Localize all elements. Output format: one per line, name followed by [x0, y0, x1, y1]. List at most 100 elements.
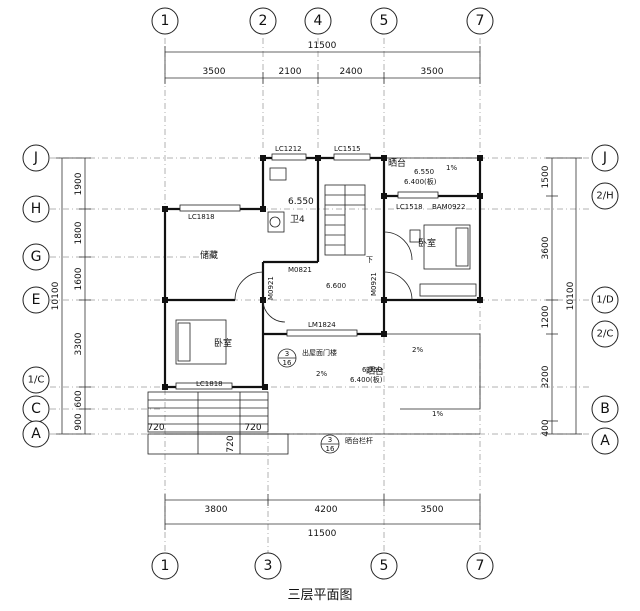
room-balcony-right: 晒台 — [366, 365, 384, 377]
svg-text:A: A — [600, 433, 610, 449]
dimension-right: 1500 3600 1200 3200 400 10100 — [541, 157, 582, 437]
svg-text:720: 720 — [226, 435, 236, 452]
axis-bubble-right-1D: 1/D — [591, 286, 619, 314]
label-slope: 2% — [412, 346, 423, 354]
svg-text:4: 4 — [314, 13, 323, 29]
dim-top-part: 2400 — [340, 67, 363, 77]
railing-hatch — [147, 283, 477, 455]
dim-right-part: 1500 — [541, 165, 551, 188]
svg-text:2/H: 2/H — [596, 191, 613, 202]
label-level: 6.600 — [326, 282, 346, 290]
label-door-code: LM1824 — [308, 321, 336, 329]
bed-left — [175, 319, 227, 365]
door-swings — [234, 231, 413, 323]
svg-text:2: 2 — [259, 13, 268, 29]
dimension-top: 11500 3500 2100 2400 3500 — [164, 41, 481, 84]
room-bedroom-right: 卧室 — [418, 237, 436, 249]
label-window-code: LC1515 — [334, 145, 361, 153]
svg-text:C: C — [31, 401, 41, 417]
svg-text:5: 5 — [380, 558, 389, 574]
dim-bottom-total: 11500 — [308, 529, 337, 539]
dim-right-part: 400 — [541, 419, 551, 436]
svg-text:1: 1 — [161, 13, 170, 29]
dim-left-part: 600 — [74, 390, 84, 407]
dimension-small: 720 720 720 — [147, 423, 261, 453]
label-slope: 1% — [432, 410, 443, 418]
label-door-code: M0921 — [267, 276, 275, 300]
svg-text:H: H — [31, 201, 42, 217]
axis-bubble-left-C: C — [22, 395, 50, 423]
axis-bubble-top-1: 1 — [151, 7, 179, 35]
detail-index-a: 3 16 — [277, 348, 297, 368]
svg-text:720: 720 — [147, 423, 164, 433]
svg-text:5: 5 — [380, 13, 389, 29]
axis-bubble-bottom-3: 3 — [254, 552, 282, 580]
axis-bubble-bottom-1: 1 — [151, 552, 179, 580]
axis-bubble-bottom-7: 7 — [466, 552, 494, 580]
label-window-code: LC1818 — [196, 380, 223, 388]
room-roof-door: 出屋面门楼 — [302, 348, 337, 357]
dim-top-part: 3500 — [421, 67, 444, 77]
dim-top-part: 2100 — [279, 67, 302, 77]
dim-right-part: 3200 — [541, 365, 551, 388]
svg-text:7: 7 — [476, 558, 485, 574]
axis-bubble-right-2C: 2/C — [591, 320, 619, 348]
axis-bubble-left-1C: 1/C — [22, 366, 50, 394]
label-level: 6.550 — [362, 366, 382, 374]
label-window-code: LC1818 — [188, 213, 215, 221]
dim-bottom-part: 3500 — [421, 505, 444, 515]
svg-text:3: 3 — [285, 350, 289, 358]
grid-lines — [50, 38, 590, 555]
svg-text:3: 3 — [328, 436, 332, 444]
svg-text:3: 3 — [264, 558, 273, 574]
bath-fixtures — [267, 167, 287, 233]
dim-right-part: 1200 — [541, 305, 551, 328]
label-window-code: LC1518 — [396, 203, 423, 211]
axis-bubble-top-7: 7 — [466, 7, 494, 35]
windows — [175, 153, 439, 390]
label-door-code: M0921 — [370, 272, 378, 296]
svg-text:16: 16 — [326, 445, 335, 453]
axis-bubble-bottom-5: 5 — [370, 552, 398, 580]
stair — [324, 184, 366, 256]
dim-left-part: 3300 — [74, 332, 84, 355]
dim-left-part: 1900 — [74, 172, 84, 195]
label-level: 6.400(板) — [404, 177, 437, 186]
dimension-bottom: 3800 4200 3500 11500 — [164, 494, 481, 539]
svg-text:1: 1 — [161, 558, 170, 574]
room-balcony-railing: 晒台栏杆 — [345, 436, 373, 445]
room-storage: 储藏 — [200, 249, 218, 261]
axis-bubble-left-A: A — [22, 420, 50, 448]
dim-bottom-part: 4200 — [315, 505, 338, 515]
axis-bubble-left-H: H — [22, 195, 50, 223]
svg-text:J: J — [602, 150, 607, 166]
room-bath: 卫4 — [290, 215, 305, 225]
svg-text:G: G — [31, 249, 42, 265]
label-stair-down: 下 — [366, 256, 373, 264]
dim-right-total: 10100 — [566, 281, 576, 310]
label-level: 6.550 — [414, 168, 434, 176]
svg-text:A: A — [31, 426, 41, 442]
svg-text:B: B — [600, 401, 610, 417]
detail-index-b: 3 16 — [320, 434, 340, 454]
dim-left-part: 1600 — [74, 267, 84, 290]
axis-bubble-left-G: G — [22, 243, 50, 271]
dim-top-part: 3500 — [203, 67, 226, 77]
dim-left-part: 900 — [74, 413, 84, 430]
svg-text:J: J — [33, 150, 38, 166]
bed-right — [409, 224, 471, 270]
svg-text:2/C: 2/C — [597, 329, 614, 340]
dim-right-part: 3600 — [541, 236, 551, 259]
axis-bubble-right-J: J — [591, 144, 619, 172]
label-level: 6.400(板) — [350, 375, 383, 384]
label-slope: 2% — [316, 370, 327, 378]
label-door-code: BAM0922 — [432, 203, 465, 211]
axis-bubble-top-5: 5 — [370, 7, 398, 35]
svg-text:1/C: 1/C — [28, 375, 45, 386]
svg-text:720: 720 — [244, 423, 261, 433]
label-level: 6.550 — [288, 197, 314, 207]
axis-bubble-top-2: 2 — [249, 7, 277, 35]
label-slope: 1% — [446, 164, 457, 172]
axis-bubble-right-A: A — [591, 427, 619, 455]
